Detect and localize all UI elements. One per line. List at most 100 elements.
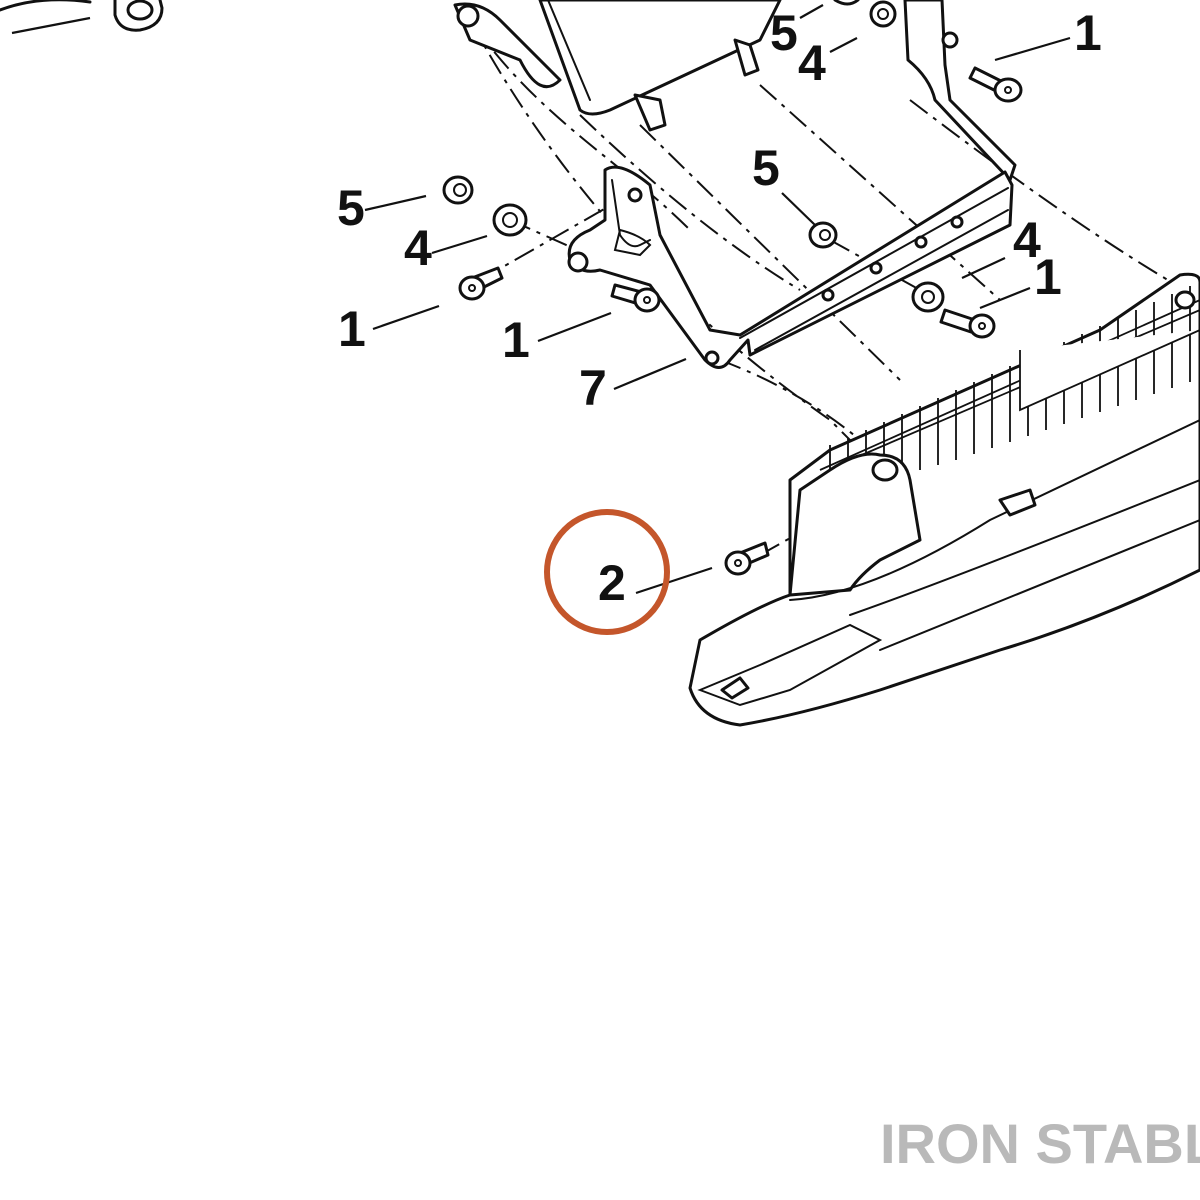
top-left-partial-part xyxy=(0,0,164,32)
bumper-toe xyxy=(697,623,883,707)
upper-housing-tab-left xyxy=(633,93,667,132)
leader-5-top xyxy=(799,4,824,19)
leader-5-left xyxy=(364,194,427,212)
upper-spacer-partial xyxy=(833,0,860,6)
centerline-e xyxy=(759,84,1001,301)
leader-top-left xyxy=(11,16,91,35)
bracket-flange-line xyxy=(754,209,1009,351)
bumper-post xyxy=(788,452,922,597)
callout-1-top-right: 1 xyxy=(1074,5,1102,61)
upper-grommet xyxy=(869,0,897,28)
left-grommet-inner xyxy=(502,212,518,228)
upper-screw-socket xyxy=(1004,86,1012,94)
callout-4-right: 4 xyxy=(1013,212,1041,268)
upper-screw xyxy=(968,66,1023,103)
callout-7: 7 xyxy=(579,360,607,416)
fin-top-edge xyxy=(819,299,1200,471)
leader-4-left xyxy=(431,234,488,255)
upper-housing-body xyxy=(538,0,782,116)
right-grommet-outer xyxy=(911,281,945,313)
left-screw xyxy=(458,266,504,301)
mid-screw-socket xyxy=(643,296,651,304)
brand-watermark: IRON STABLE xyxy=(880,1112,1200,1175)
left-fastener-stack xyxy=(442,175,661,313)
upper-housing-edge xyxy=(547,0,591,101)
part-2-screw xyxy=(724,541,770,576)
rail-hole-2 xyxy=(869,261,883,275)
bumper-ridge-2 xyxy=(849,479,1200,616)
fin-box xyxy=(1019,329,1200,412)
leader-lines xyxy=(11,4,1071,595)
upper-grommet-hole xyxy=(877,8,889,20)
right-screw-socket xyxy=(978,322,986,330)
centerline-g xyxy=(479,199,621,281)
bracket-pivot-hole xyxy=(704,350,720,366)
leader-4-right xyxy=(961,257,1006,279)
part-2-highlight-circle xyxy=(544,509,670,635)
leader-4-top xyxy=(829,37,858,53)
right-grommet-inner xyxy=(921,290,935,304)
left-spacer-inner xyxy=(453,183,467,197)
bumper-clip xyxy=(720,676,750,700)
upper-housing-pivot xyxy=(456,4,480,28)
bracket-fold-line xyxy=(611,179,651,248)
fin-array xyxy=(819,286,1200,500)
leader-1-left xyxy=(372,304,440,331)
part-2-screw-socket xyxy=(734,559,742,567)
callout-labels: 1 5 4 5 5 4 1 1 7 4 1 2 xyxy=(337,5,1102,611)
partial-bushing-hole xyxy=(126,0,154,21)
leader-1-right xyxy=(979,286,1031,310)
bumper-post-hole xyxy=(871,458,899,482)
right-screw xyxy=(939,308,996,339)
finned-bumper-assembly xyxy=(688,272,1200,727)
centerline-a xyxy=(469,19,691,231)
callout-5-top: 5 xyxy=(770,5,798,61)
left-screw-head xyxy=(458,275,486,301)
upper-housing-tab-right xyxy=(733,38,760,77)
callout-1-mid: 1 xyxy=(502,312,530,368)
mid-screw xyxy=(610,283,661,313)
centerline-c xyxy=(579,114,801,291)
part-2-screw-head xyxy=(724,550,752,576)
callout-1-right: 1 xyxy=(1034,249,1062,305)
left-spacer xyxy=(442,175,474,205)
upper-housing-arm xyxy=(453,2,562,89)
center-spacer-outer xyxy=(808,221,838,249)
leader-1-mid xyxy=(537,311,612,343)
bumper-pivot-right xyxy=(1174,290,1196,310)
left-grommet-outer xyxy=(492,203,528,237)
callout-5-mid: 5 xyxy=(752,140,780,196)
partial-washer-edge xyxy=(0,0,92,12)
mid-screw-head xyxy=(633,287,661,313)
bracket-hole-upper xyxy=(627,187,643,203)
upper-bracket-arm xyxy=(903,0,1017,182)
rail-hole-4 xyxy=(950,215,964,229)
bracket-hole-lower xyxy=(567,251,589,273)
bracket-notch xyxy=(613,228,652,257)
left-spacer-outer xyxy=(442,175,474,205)
leader-1-top-right xyxy=(994,36,1071,62)
callout-5-left: 5 xyxy=(337,180,365,236)
upper-washer xyxy=(941,31,959,49)
leader-5-mid xyxy=(781,192,816,226)
right-screw-head xyxy=(968,313,996,339)
callout-4-left: 4 xyxy=(404,220,432,276)
callout-2: 2 xyxy=(598,555,626,611)
leader-7 xyxy=(613,357,687,391)
upper-housing xyxy=(453,0,782,132)
center-spacer-inner xyxy=(819,229,831,241)
leader-2 xyxy=(635,566,713,595)
centerline-i xyxy=(719,359,861,441)
left-grommet xyxy=(492,203,528,237)
left-screw-socket xyxy=(468,284,476,292)
centerline-d xyxy=(639,124,901,381)
upper-bracket xyxy=(833,0,1023,182)
center-spacer xyxy=(808,221,838,249)
right-grommet xyxy=(911,281,945,313)
bumper-latch xyxy=(998,488,1037,517)
mounting-bracket xyxy=(567,165,1014,369)
rail-hole-1 xyxy=(821,288,835,302)
callout-1-left: 1 xyxy=(338,301,366,357)
